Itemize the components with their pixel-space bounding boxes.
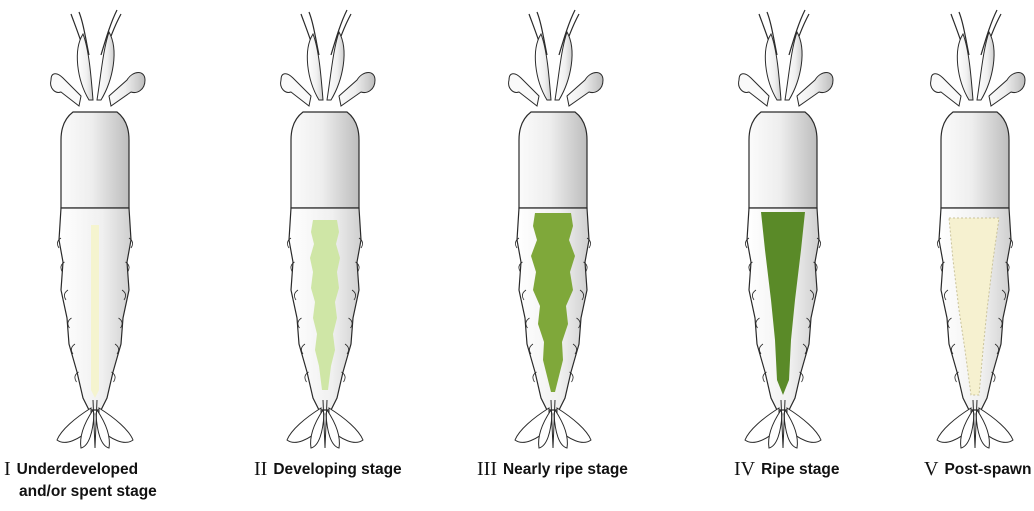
antennal-scale-left [535, 34, 551, 100]
stage-caption-2: Developing stage [273, 461, 401, 478]
stage-numeral-5: V [924, 458, 938, 480]
stage-caption-4: Ripe stage [761, 461, 839, 478]
stage-numeral-4: IV [734, 458, 755, 480]
stage-caption-1: Underdeveloped [17, 461, 138, 478]
stage-label-4: IV Ripe stage [734, 458, 840, 481]
shrimp-stage-2 [281, 10, 375, 448]
eye-stalk-right [567, 73, 603, 107]
gonad-region [91, 225, 99, 398]
carapace [941, 112, 1009, 208]
antennal-scale-left [765, 34, 781, 100]
carapace [61, 112, 129, 208]
shrimp-stage-1 [51, 10, 145, 448]
eye-stalk-right [989, 73, 1025, 107]
antennal-scale-left [307, 34, 323, 100]
stage-label-3: III Nearly ripe stage [477, 458, 628, 481]
shrimp-stage-5 [931, 10, 1025, 448]
shrimp-stage-4 [739, 10, 833, 448]
eye-stalk-left [931, 74, 961, 106]
eye-stalk-left [509, 74, 539, 106]
eye-stalk-left [51, 74, 81, 106]
eye-stalk-left [739, 74, 769, 106]
stage-label-5: V Post-spawn [924, 458, 1031, 481]
shrimp-stage-3 [509, 10, 603, 448]
stage-label-2: II Developing stage [254, 458, 402, 481]
eye-stalk-right [339, 73, 375, 107]
eye-stalk-left [281, 74, 311, 106]
stage-caption-3: Nearly ripe stage [503, 461, 628, 478]
antennal-scale-left [77, 34, 93, 100]
carapace [291, 112, 359, 208]
stage-label-1: I Underdeveloped and/or spent stage [4, 458, 157, 503]
stage-numeral-1: I [4, 458, 11, 480]
carapace [749, 112, 817, 208]
carapace [519, 112, 587, 208]
stage-caption-1-line2: and/or spent stage [4, 481, 157, 503]
stage-numeral-3: III [477, 458, 497, 480]
antennal-scale-left [957, 34, 973, 100]
stage-numeral-2: II [254, 458, 267, 480]
eye-stalk-right [797, 73, 833, 107]
stage-caption-5: Post-spawn [944, 461, 1031, 478]
eye-stalk-right [109, 73, 145, 107]
